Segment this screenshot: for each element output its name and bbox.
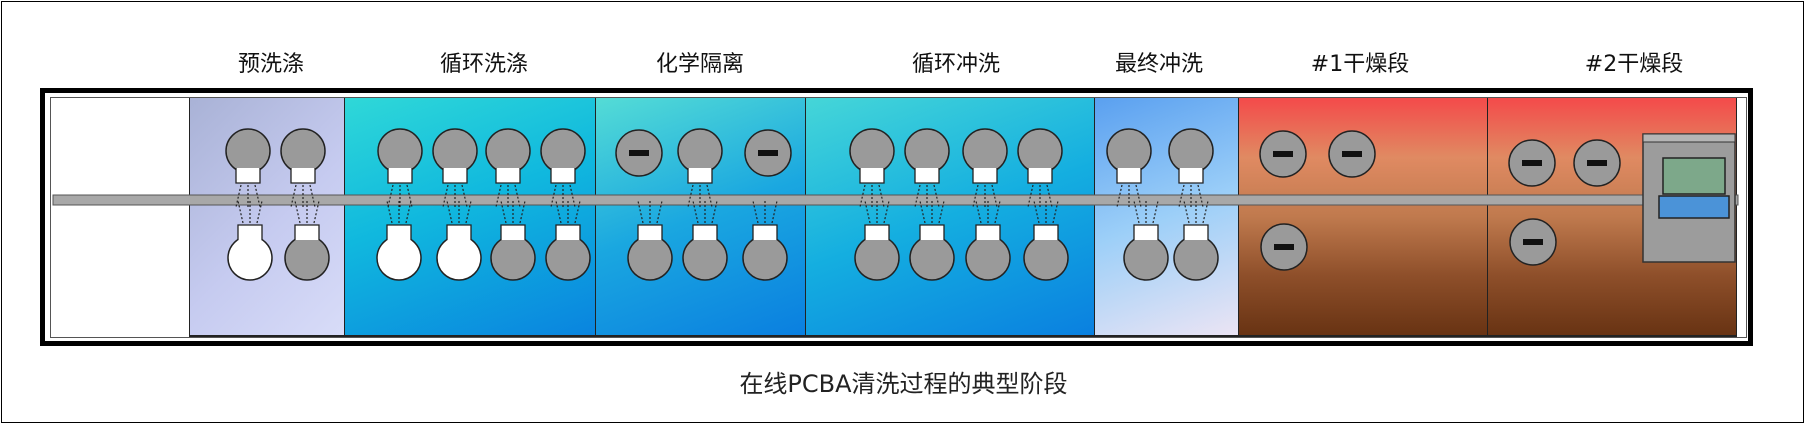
dryer-fan (1509, 218, 1557, 266)
spray-nozzle-top (225, 128, 271, 184)
spray-nozzle-bottom (627, 224, 673, 281)
spray-nozzle-bottom (965, 224, 1011, 281)
spray-nozzle-bottom (227, 224, 273, 281)
dryer-fan (1573, 139, 1621, 187)
stage-label-recirc-wash: 循环洗涤 (439, 52, 529, 77)
exit-unloader (1642, 133, 1736, 263)
spray-nozzle-top (280, 128, 326, 184)
machine-inner (50, 97, 1747, 338)
spray-nozzle-top (849, 128, 895, 184)
stage-label-dryer-2: #2干燥段 (1584, 52, 1684, 77)
stage-label-final-rinse: 最终冲洗 (1114, 52, 1204, 77)
dryer-fan (744, 129, 792, 177)
spray-nozzle-bottom (376, 224, 422, 281)
spray-nozzle-top (962, 128, 1008, 184)
dryer-fan (615, 129, 663, 177)
spray-nozzle-top (377, 128, 423, 184)
spray-nozzle-bottom (284, 224, 330, 281)
dryer-fan (1260, 223, 1308, 271)
exit-screen (1662, 157, 1726, 195)
spray-nozzle-bottom (1173, 224, 1219, 281)
spray-nozzle-top (1017, 128, 1063, 184)
spray-nozzle-bottom (1123, 224, 1169, 281)
stage-label-recirc-rinse: 循环冲洗 (911, 52, 1001, 77)
spray-nozzle-top (485, 128, 531, 184)
spray-nozzle-bottom (436, 224, 482, 281)
spray-nozzle-top (540, 128, 586, 184)
spray-nozzle-bottom (742, 224, 788, 281)
spray-nozzle-bottom (1023, 224, 1069, 281)
spray-nozzle-top (904, 128, 950, 184)
spray-nozzle-bottom (545, 224, 591, 281)
stage-label-prewash: 预洗涤 (237, 52, 305, 77)
dryer-fan (1328, 130, 1376, 178)
spray-nozzle-bottom (490, 224, 536, 281)
dryer-fan (1259, 130, 1307, 178)
exit-panel (1658, 195, 1730, 219)
nozzle-group (225, 128, 1621, 281)
spray-nozzle-bottom (682, 224, 728, 281)
spray-nozzle-top (1106, 128, 1152, 184)
stage-label-dryer-1: #1干燥段 (1310, 52, 1410, 77)
spray-nozzle-top (677, 128, 723, 184)
spray-nozzle-bottom (854, 224, 900, 281)
spray-nozzle-top (1168, 128, 1214, 184)
dryer-fan (1508, 139, 1556, 187)
spray-nozzle-top (432, 128, 478, 184)
stage-label-chemical-isolation: 化学隔离 (655, 52, 745, 77)
conveyor-belt (52, 194, 1739, 206)
spray-nozzle-bottom (909, 224, 955, 281)
diagram-caption: 在线PCBA清洗过程的典型阶段 (739, 370, 1068, 398)
